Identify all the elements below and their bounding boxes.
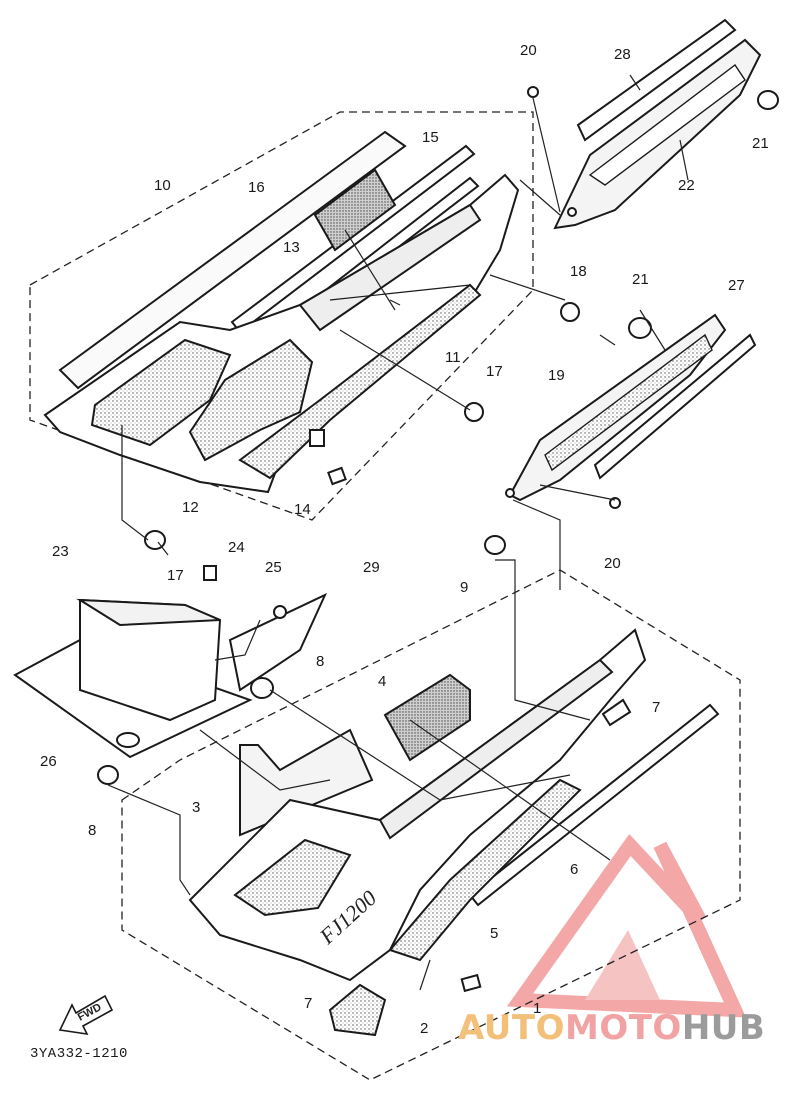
callout-26: 26	[40, 753, 57, 770]
callout-27: 27	[728, 277, 745, 294]
callout-21-top: 21	[752, 135, 769, 152]
callout-28: 28	[614, 46, 631, 63]
callout-8-mid: 8	[316, 653, 324, 670]
callout-25: 25	[265, 559, 282, 576]
callout-17-low: 17	[167, 567, 184, 584]
callout-3: 3	[192, 799, 200, 816]
callout-5: 5	[490, 925, 498, 942]
callout-23: 23	[52, 543, 69, 560]
forward-arrow-icon: FWD	[58, 994, 114, 1036]
watermark-part-2: MOTO	[564, 1008, 682, 1048]
watermark-part-3: HUB	[681, 1008, 766, 1048]
callout-2: 2	[420, 1020, 428, 1037]
callout-9: 9	[460, 579, 468, 596]
callout-17-mid: 17	[486, 363, 503, 380]
callout-1: 1	[533, 1000, 541, 1017]
callout-14: 14	[294, 501, 311, 518]
battery-box-assembly	[13, 530, 506, 785]
callout-12: 12	[182, 499, 199, 516]
side-cover-left-assembly	[43, 130, 520, 494]
leader-lines	[107, 74, 689, 991]
callout-21-mid: 21	[632, 271, 649, 288]
callout-15: 15	[422, 129, 439, 146]
callout-18: 18	[570, 263, 587, 280]
watermark-logo-icon	[506, 833, 747, 1018]
callout-20-mid: 20	[604, 555, 621, 572]
callout-16: 16	[248, 179, 265, 196]
right-bracket-assembly	[464, 18, 779, 509]
callout-4: 4	[378, 673, 386, 690]
watermark-part-1: AUTO	[458, 1008, 565, 1048]
callout-10: 10	[154, 177, 171, 194]
callout-22: 22	[678, 177, 695, 194]
watermark-text: AUTOMOTOHUB	[458, 1008, 765, 1048]
callout-6: 6	[570, 861, 578, 878]
lower-assembly-boundary	[121, 569, 741, 1081]
callout-11: 11	[445, 349, 461, 366]
callout-8-low: 8	[88, 822, 96, 839]
upper-assembly-boundary	[29, 111, 534, 521]
callout-20-top: 20	[520, 42, 537, 59]
callout-29: 29	[363, 559, 380, 576]
callout-labels: 20 28 21 22 10 16 15 13 18 21 27 11 17 1…	[40, 42, 769, 1037]
callout-7-low: 7	[304, 995, 312, 1012]
callout-13: 13	[283, 239, 300, 256]
callout-19: 19	[548, 367, 565, 384]
side-cover-right-assembly	[188, 628, 720, 1037]
callout-7-right: 7	[652, 699, 660, 716]
drawing-code: 3YA332-1210	[30, 1046, 128, 1062]
callout-24: 24	[228, 539, 245, 556]
